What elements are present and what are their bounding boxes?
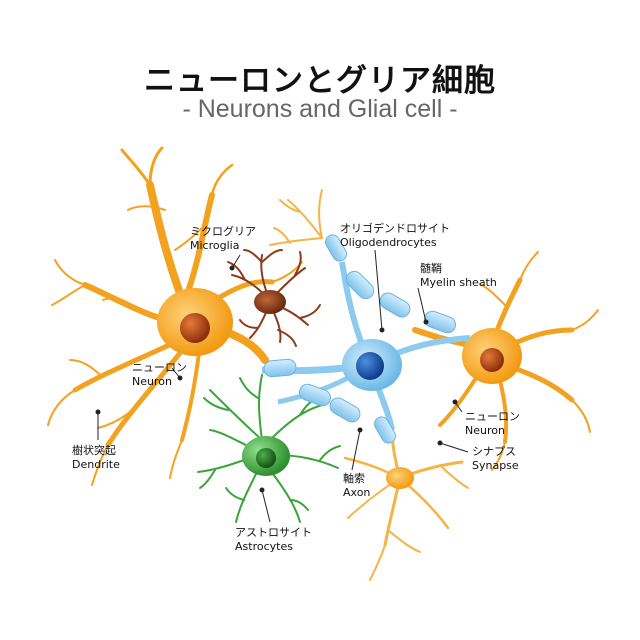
dendrite-label: 樹状突起 Dendrite [72,444,120,472]
bottom-neuron-soma [386,467,414,489]
axon-label: 軸索 Axon [343,472,370,500]
astrocytes-label: アストロサイト Astrocytes [235,526,312,554]
leader-lines [95,249,469,523]
left-neuron-nucleus [180,313,210,343]
bottom-neuron [343,428,469,581]
myelin-sheath-segments [263,234,457,444]
microglia-label-en: Microglia [190,239,240,252]
astrocyte-nucleus [256,448,276,468]
oligodendrocyte-nucleus [356,352,384,380]
neuron-left-label-ja: ニューロン [132,361,187,374]
astrocytes-label-ja: アストロサイト [235,526,312,539]
oligodendrocyte-top-branches [269,189,323,246]
axon-label-ja: 軸索 [343,472,365,485]
synapse-label-en: Synapse [472,459,519,472]
axon-label-en: Axon [343,486,371,499]
synapse-label: シナプス Synapse [472,445,519,473]
synapse-label-ja: シナプス [472,445,516,458]
right-neuron-nucleus [480,348,504,372]
page-subtitle: - Neurons and Glial cell - [182,95,458,123]
myelin-sheath-label: 髄鞘 Myelin sheath [420,262,497,290]
neuron-left-label-en: Neuron [132,375,172,388]
neuron-right-label-ja: ニューロン [465,410,520,423]
microglia-soma [254,290,286,314]
microglia-label-ja: ミクログリア [190,225,256,238]
page-title: ニューロンとグリア細胞 [144,63,496,99]
microglia-label: ミクログリア Microglia [190,225,256,253]
neuron-right-label: ニューロン Neuron [465,410,520,438]
dendrite-label-ja: 樹状突起 [72,444,116,457]
astrocyte [197,374,341,523]
myelin-sheath-label-ja: 髄鞘 [420,262,442,275]
oligodendrocytes-label-ja: オリゴデンドロサイト [340,222,450,235]
myelin-sheath-label-en: Myelin sheath [420,276,497,289]
neuron-left-label: ニューロン Neuron [132,361,187,389]
neuron-right-label-en: Neuron [465,424,505,437]
astrocytes-label-en: Astrocytes [235,540,293,553]
dendrite-label-en: Dendrite [72,458,120,471]
oligodendrocytes-label: オリゴデンドロサイト Oligodendrocytes [340,222,450,250]
oligodendrocytes-label-en: Oligodendrocytes [340,236,437,249]
